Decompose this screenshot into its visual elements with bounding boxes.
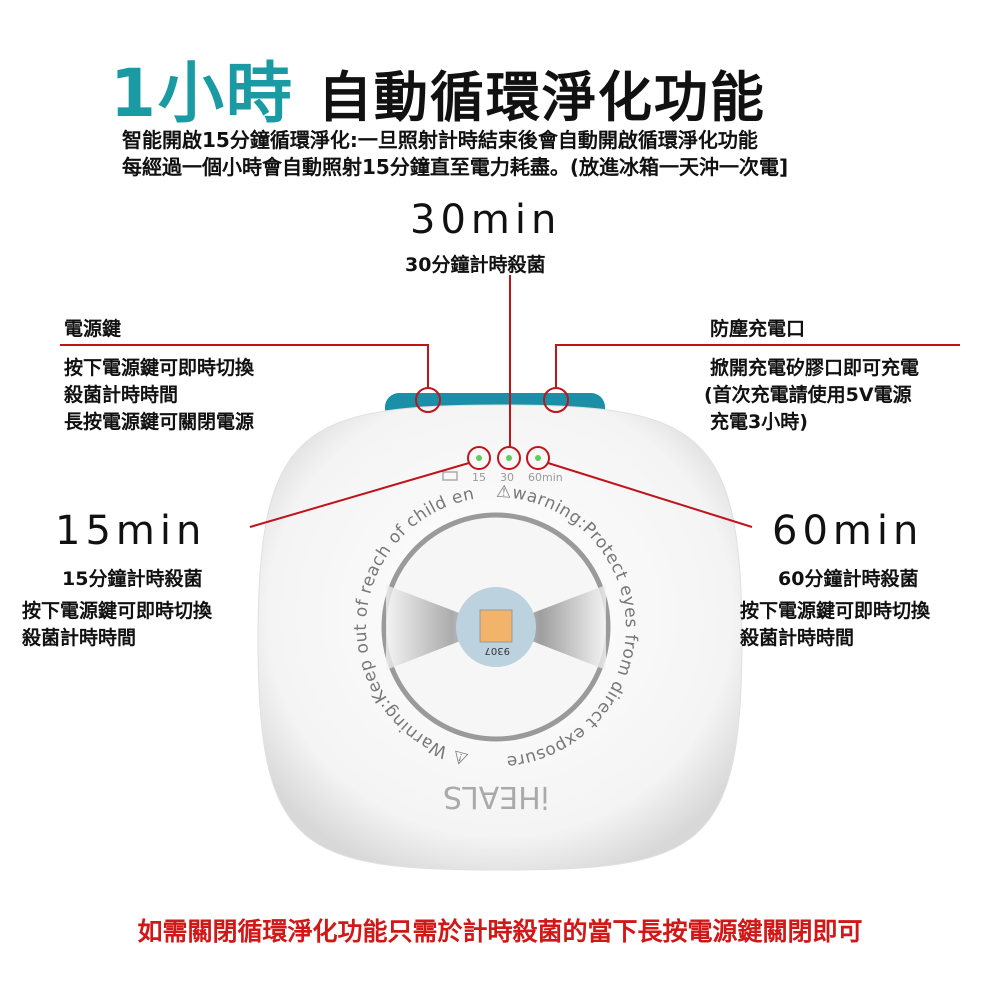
callout-60min-title: 60min xyxy=(772,508,924,554)
indicator-label-60: 60min xyxy=(528,471,563,484)
description-line-1: 智能開啟15分鐘循環淨化:一旦照射計時結束後會自動開啟循環淨化功能 xyxy=(122,128,758,152)
uv-chip xyxy=(479,609,513,643)
brand-logo: iHEALS xyxy=(443,779,549,814)
chip-code: 9307 xyxy=(485,645,510,656)
callout-power-title: 電源鍵 xyxy=(64,318,122,340)
callout-30min-title: 30min xyxy=(410,197,562,243)
callout-60min-line: 殺菌計時時間 xyxy=(740,627,855,649)
title-main: 自動循環淨化功能 xyxy=(317,66,766,129)
callout-15min-line: 按下電源鍵可即時切換 xyxy=(22,600,213,622)
callout-15min-title: 15min xyxy=(55,508,207,554)
title-accent: 1小時 xyxy=(110,55,294,132)
callout-60min-line: 60分鐘計時殺菌 xyxy=(778,568,919,590)
callout-port-line: (首次充電請使用5V電源 xyxy=(704,384,912,406)
callout-power-line: 殺菌計時時間 xyxy=(64,384,179,406)
callout-port-line: 掀開充電矽膠口即可充電 xyxy=(710,357,920,379)
callout-15min-line: 15分鐘計時殺菌 xyxy=(62,568,203,590)
callout-port-title: 防塵充電口 xyxy=(710,318,806,340)
description-line-2: 每經過一個小時會自動照射15分鐘直至電力耗盡。(放進冰箱一天沖一次電] xyxy=(122,155,789,179)
callout-lines xyxy=(60,275,960,528)
indicator-label-15: 15 xyxy=(472,471,486,484)
callout-power-line: 長按電源鍵可關閉電源 xyxy=(64,411,255,433)
callout-60min-line: 按下電源鍵可即時切換 xyxy=(740,600,931,622)
indicator-label-30: 30 xyxy=(500,471,514,484)
footer-note: 如需關閉循環淨化功能只需於計時殺菌的當下長按電源鍵關閉即可 xyxy=(137,917,863,946)
battery-icon xyxy=(442,471,458,481)
callout-30min-label: 30分鐘計時殺菌 xyxy=(405,254,546,276)
callout-port-line: 充電3小時) xyxy=(710,411,808,433)
callout-15min-line: 殺菌計時時間 xyxy=(22,627,137,649)
page-title: 1小時自動循環淨化功能 xyxy=(110,40,766,136)
reflector-blades xyxy=(386,585,606,670)
led-indicators xyxy=(476,455,541,461)
callout-power-line: 按下電源鍵可即時切換 xyxy=(64,357,255,379)
